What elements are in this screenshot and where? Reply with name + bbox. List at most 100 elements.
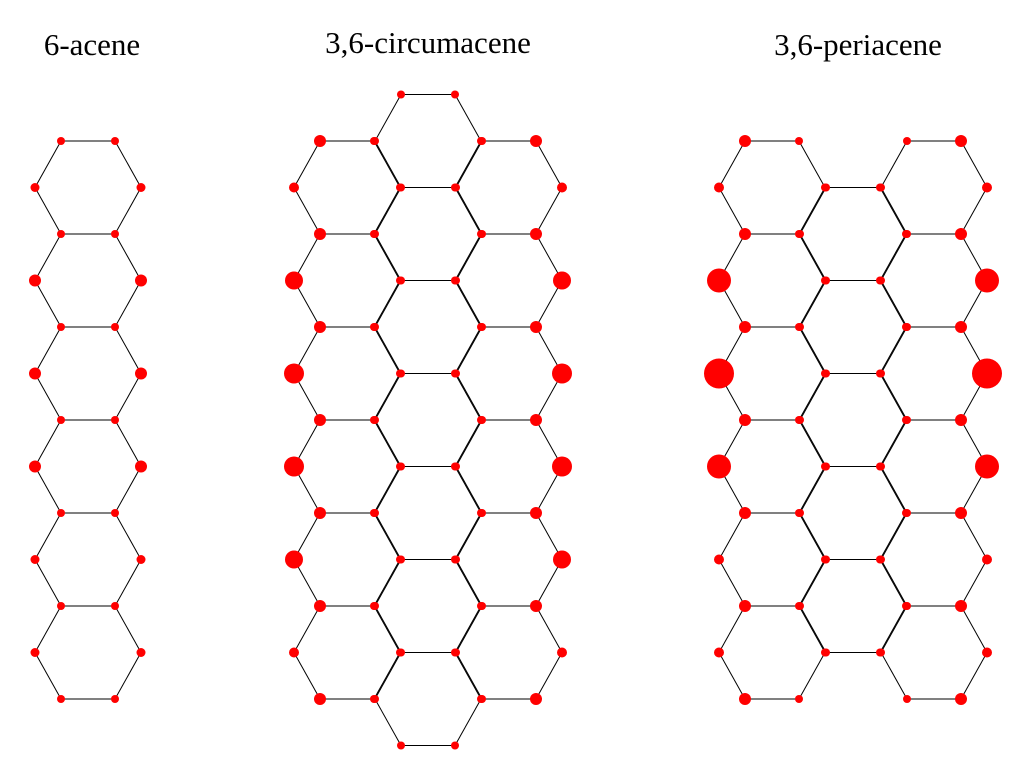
bond: [798, 466, 826, 514]
atom: [955, 693, 967, 705]
atom: [135, 367, 147, 380]
atom: [955, 321, 967, 333]
bond: [374, 94, 402, 142]
bond: [34, 233, 62, 281]
atom: [136, 555, 146, 564]
atom: [553, 550, 571, 569]
atom: [975, 454, 999, 479]
bond: [114, 466, 142, 514]
atom: [451, 648, 459, 657]
atom: [530, 135, 542, 147]
atom: [111, 137, 119, 145]
atom: [955, 507, 967, 519]
atom: [314, 228, 326, 240]
bond: [293, 652, 321, 700]
atom: [876, 462, 884, 471]
atom: [111, 416, 119, 424]
bond: [960, 559, 988, 607]
atom: [975, 268, 999, 293]
bond: [799, 605, 827, 653]
atom: [29, 460, 41, 473]
bond: [114, 512, 142, 560]
bond: [718, 605, 746, 653]
bond: [34, 466, 62, 514]
atom: [876, 276, 884, 285]
bond: [798, 605, 826, 653]
atom: [57, 695, 65, 703]
bond: [454, 326, 482, 374]
atom: [451, 90, 459, 99]
atom: [477, 230, 485, 238]
atom: [284, 363, 304, 384]
title-circumacene: 3,6-circumacene: [325, 25, 531, 60]
atom: [451, 183, 459, 192]
bond: [374, 187, 402, 235]
bond: [799, 373, 827, 421]
atom: [552, 456, 572, 477]
bond: [879, 512, 907, 560]
bond: [454, 233, 482, 281]
bond: [34, 559, 62, 607]
bond: [374, 140, 402, 188]
bond: [799, 280, 827, 328]
atom: [822, 555, 830, 564]
atom: [477, 416, 485, 424]
atom: [955, 600, 967, 612]
atom: [136, 648, 146, 657]
bond: [374, 512, 402, 560]
atom: [397, 183, 405, 192]
bond: [880, 187, 908, 235]
bond: [454, 605, 482, 653]
atom: [314, 321, 326, 333]
atom: [714, 554, 724, 565]
bond: [798, 512, 826, 560]
bond: [960, 187, 988, 235]
bond: [454, 698, 482, 746]
atom: [955, 228, 967, 240]
atom: [57, 509, 65, 517]
atom: [57, 230, 65, 238]
bond: [535, 187, 563, 235]
bond: [799, 187, 827, 235]
atom: [314, 600, 326, 612]
atom: [451, 462, 459, 471]
bond: [960, 512, 988, 560]
atom: [557, 647, 567, 658]
atom: [477, 137, 485, 145]
atom: [371, 416, 379, 424]
atom: [796, 416, 804, 424]
bond: [34, 512, 62, 560]
bond: [454, 94, 482, 142]
molecule-periacene: [704, 135, 1002, 705]
bond: [960, 605, 988, 653]
bond: [718, 512, 746, 560]
atom: [704, 358, 734, 389]
atom: [739, 507, 751, 519]
atom: [285, 271, 303, 290]
bond: [798, 652, 826, 700]
bond: [535, 605, 563, 653]
atom: [397, 462, 405, 471]
atom: [822, 183, 830, 192]
bond: [373, 512, 401, 560]
bond: [454, 373, 482, 421]
atom: [397, 555, 405, 564]
atom: [902, 416, 910, 424]
atom: [30, 555, 40, 564]
bond: [880, 559, 908, 607]
bond: [455, 187, 483, 235]
atom: [902, 323, 910, 331]
bond: [799, 419, 827, 467]
atom: [284, 456, 304, 477]
atom: [111, 509, 119, 517]
bond: [799, 559, 827, 607]
bond: [455, 559, 483, 607]
bond: [799, 326, 827, 374]
atom: [111, 602, 119, 610]
atom: [371, 137, 379, 145]
atom: [876, 369, 884, 378]
atom: [371, 695, 379, 703]
title-periacene: 3,6-periacene: [774, 27, 942, 62]
atom: [111, 695, 119, 703]
